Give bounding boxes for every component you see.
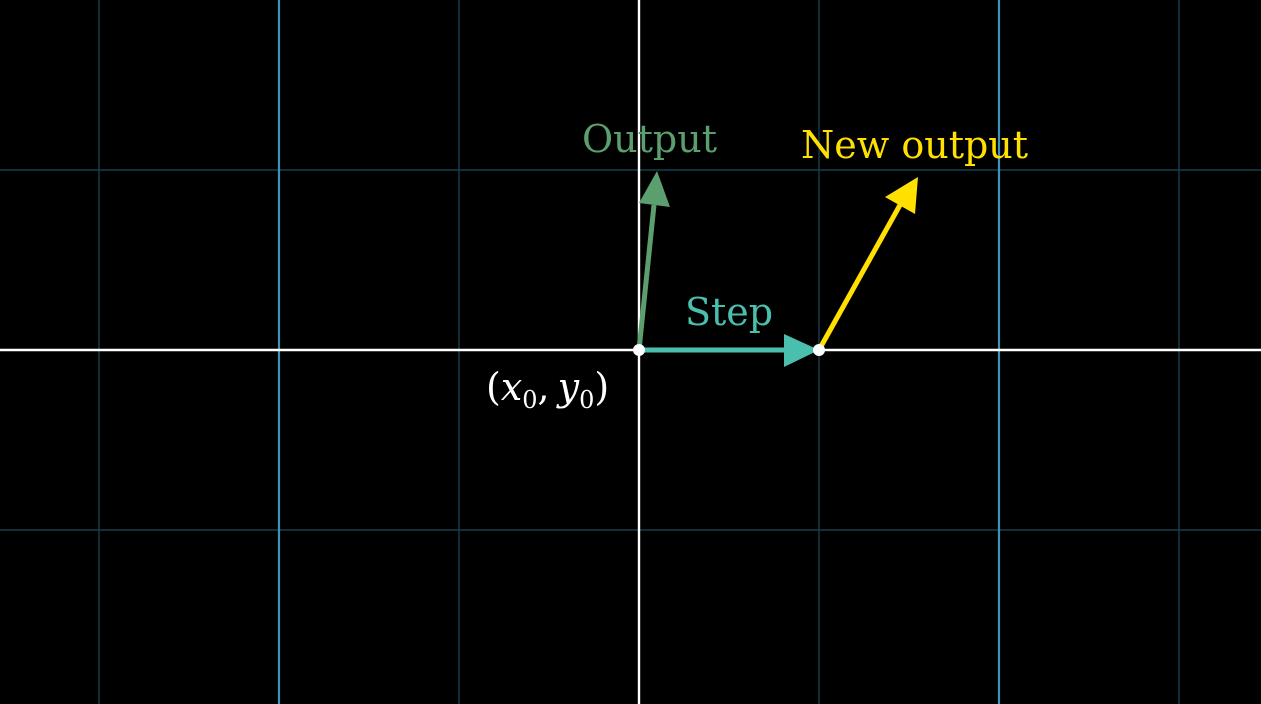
- output-label: Output: [582, 117, 717, 161]
- output-vector-arrowhead: [639, 171, 670, 207]
- point-y: y: [556, 365, 580, 409]
- point-comma: ,: [538, 365, 550, 409]
- output-vector: [636, 171, 670, 351]
- new-output-vector-shaft: [816, 203, 903, 352]
- step-label: Step: [685, 290, 773, 334]
- point-x-sub: 0: [522, 386, 537, 414]
- step-vector-arrowhead: [784, 334, 819, 367]
- point-close-paren: ): [594, 365, 609, 409]
- new-output-vector: [816, 177, 918, 352]
- step-end-point: [813, 344, 825, 356]
- new-output-vector-arrowhead: [885, 177, 918, 214]
- point-coordinates-label: (x0,y0): [486, 365, 609, 414]
- point-x: x: [501, 365, 522, 409]
- origin-point: [633, 344, 645, 356]
- point-y-sub: 0: [579, 386, 594, 414]
- point-open-paren: (: [486, 365, 501, 409]
- new-output-label: New output: [801, 123, 1028, 167]
- step-vector: [639, 334, 819, 367]
- grid-major-lines: [277, 0, 1001, 704]
- output-vector-shaft: [636, 204, 657, 351]
